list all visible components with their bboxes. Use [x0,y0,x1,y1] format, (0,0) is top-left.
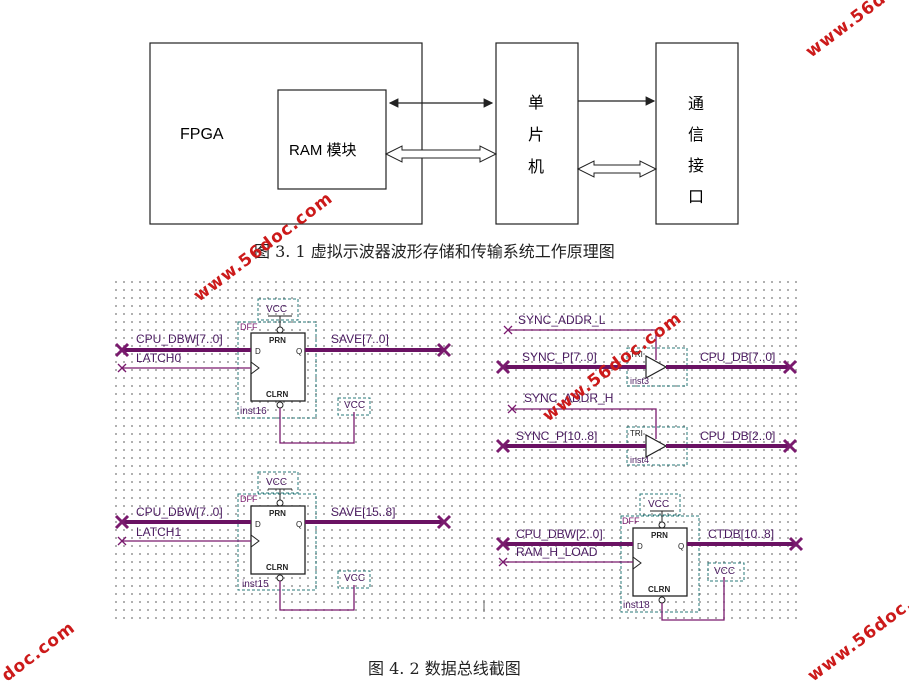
tri-label: TRI [630,429,643,438]
vcc-label: VCC [344,573,365,584]
tri-top-input: SYNC_P[7..0] [522,350,597,364]
comm-interface-block [655,42,739,225]
mcu-char-3: 机 [528,158,544,176]
clrn-label: CLRN [266,390,288,399]
fpga-block [149,42,423,225]
comm-char-4: 口 [688,189,704,206]
block-diagram: FPGA RAM 模块 单 片 机 通 信 接 口 [149,42,739,225]
d-label: D [255,520,261,529]
ff-right-input: CPU_DBW[2..0] [516,527,603,541]
comm-char-1: 通 [688,95,704,113]
inst-label: inst4 [630,455,649,465]
ff-bottom-output: SAVE[15..8] [331,505,395,519]
tri-bottom-output: CPU_DB[2..0] [700,429,775,443]
prn-label: PRN [651,531,668,540]
mcu-char-1: 单 [528,94,544,112]
ram-block [277,89,387,190]
data-bus-arrow [384,145,498,163]
ff-right-latch: RAM_H_LOAD [516,545,598,559]
vcc-label: VCC [648,499,669,510]
mcu-char-2: 片 [528,126,544,144]
prn-label: PRN [269,336,286,345]
tri-top-output: CPU_DB[7..0] [700,350,775,364]
ff-top-input: CPU_DBW[7..0] [136,332,223,346]
comm-char-3: 接 [688,157,704,175]
tri-bottom-enable: SYNC_ADDR_H [524,391,613,405]
clrn-label: CLRN [266,563,288,572]
dff-label: DFF [240,322,258,332]
inst-label: inst3 [630,376,649,386]
ram-label: RAM 模块 [289,142,357,159]
inst-label: inst15 [242,579,269,590]
vcc-label: VCC [714,566,735,577]
mcu-block [495,42,579,225]
dff-label: DFF [240,494,258,504]
prn-label: PRN [269,509,286,518]
inst-label: inst18 [623,600,650,611]
ff-top-output: SAVE[7..0] [331,332,389,346]
figure-caption-1: 图 3. 1 虚拟示波器波形存储和传输系统工作原理图 [254,242,615,261]
ff-top-latch: LATCH0 [136,351,181,365]
d-label: D [637,542,643,551]
ff-bottom-latch: LATCH1 [136,525,181,539]
tri-bottom-input: SYNC_P[10..8] [516,429,597,443]
q-label: Q [296,347,302,356]
vcc-label: VCC [266,477,287,488]
tri-top-enable: SYNC_ADDR_L [518,313,606,327]
vcc-label: VCC [266,304,287,315]
figure-caption-2: 图 4. 2 数据总线截图 [368,659,521,678]
ff-bottom-input: CPU_DBW[7..0] [136,505,223,519]
tri-label: TRI [630,350,643,359]
fpga-label: FPGA [180,126,224,143]
schematic-screenshot [112,278,802,623]
d-label: D [255,347,261,356]
dff-inst16: VCC DFF PRN D Q CLRN inst16 VCC [237,298,371,419]
comm-bus-arrow [576,160,658,178]
q-label: Q [296,520,302,529]
clrn-label: CLRN [648,585,670,594]
vcc-label: VCC [344,400,365,411]
dff-label: DFF [622,516,640,526]
inst-label: inst16 [240,406,267,417]
dff-inst15: VCC DFF PRN D Q CLRN inst15 VCC [237,471,371,591]
ff-right-output: CTDB[10..8] [708,527,774,541]
comm-char-2: 信 [688,126,704,144]
q-label: Q [678,542,684,551]
dff-inst18: VCC DFF PRN D Q CLRN inst18 VCC [620,493,745,613]
